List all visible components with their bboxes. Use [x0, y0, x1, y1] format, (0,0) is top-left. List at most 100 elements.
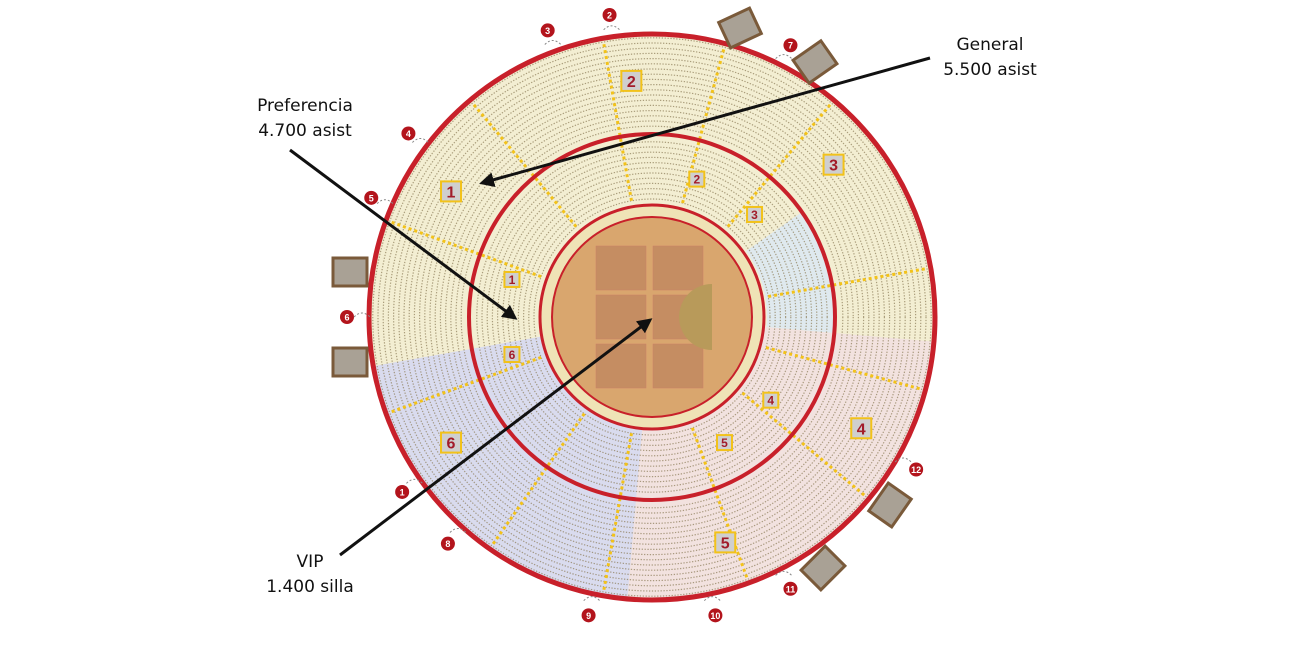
aisle: [602, 432, 633, 592]
seat-row: [419, 84, 885, 550]
pink-zone: [602, 326, 934, 600]
inner-section-5-box: [716, 434, 733, 452]
gate-4-number: 4: [406, 129, 411, 139]
gate-2-marker: [602, 7, 617, 22]
seat-row: [393, 58, 911, 576]
outer-section-5: 5: [721, 535, 730, 552]
gate-9-number: 9: [586, 611, 591, 621]
seat-row: [507, 172, 797, 462]
inner-section-5: 5: [721, 436, 728, 450]
seat-row: [497, 162, 807, 472]
seat-row: [455, 120, 849, 514]
gate-7-number: 7: [788, 41, 793, 51]
aisle: [602, 42, 633, 202]
vip-chair-block: [595, 343, 647, 389]
inner-section-4-box: [762, 391, 780, 409]
gate-8-number: 8: [445, 539, 450, 549]
gate-11-door: [775, 570, 793, 576]
seat-row: [413, 78, 891, 556]
outer-section-6-box: [440, 431, 463, 454]
aisle: [767, 267, 927, 298]
seat-row: [424, 89, 880, 545]
gate-2-door: [603, 25, 620, 31]
gate-5-number: 5: [369, 193, 374, 203]
aisle: [390, 355, 542, 414]
inner-section-6: 6: [509, 348, 516, 362]
aisle: [741, 391, 866, 497]
label-preferencia-capacity: 4.700 asist: [258, 121, 352, 141]
outer-section-1: 1: [447, 184, 456, 201]
corral: [331, 256, 369, 288]
corral: [790, 38, 840, 86]
seat-row: [429, 94, 875, 540]
label-general-name: General: [956, 35, 1024, 55]
gate-4-marker: [401, 126, 416, 141]
gate-2-number: 2: [607, 10, 612, 20]
arena-floor: [551, 216, 753, 418]
gate-8-door: [449, 528, 467, 533]
gate-8-marker: [440, 536, 455, 551]
arrow-preferencia: [289, 148, 518, 320]
corral: [798, 543, 848, 593]
stage: [679, 284, 712, 350]
gate-3-marker: [540, 23, 555, 38]
gate-5-door: [376, 199, 394, 205]
inner-section-3-box: [746, 205, 764, 223]
inner-section-6-box: [503, 346, 521, 364]
seat-row: [528, 193, 776, 441]
seat-rows: [372, 37, 932, 597]
aisle: [726, 103, 832, 228]
gate-5-marker: [364, 190, 379, 205]
aisle: [491, 412, 586, 546]
seat-row: [403, 68, 901, 566]
vip-chair-block: [652, 245, 704, 291]
middle-wall: [467, 132, 837, 502]
seat-row: [522, 188, 781, 446]
inner-section-2-box: [688, 170, 706, 188]
aisle: [690, 427, 749, 579]
outer-wall: [366, 31, 938, 603]
gate-9-door: [583, 596, 601, 602]
gate-4-door: [412, 137, 429, 143]
corral: [331, 346, 369, 378]
outer-section-6: 6: [447, 436, 456, 453]
inner-section-1-box: [503, 270, 521, 288]
seat-row: [434, 99, 870, 535]
gate-6-number: 6: [344, 313, 349, 323]
label-vip-capacity: 1.400 silla: [266, 577, 354, 597]
aisle: [390, 220, 542, 279]
gate-6-marker: [340, 310, 354, 324]
inner-section-1: 1: [509, 273, 516, 287]
arrow-vip: [339, 318, 653, 557]
seat-row: [533, 198, 771, 436]
seat-row: [450, 115, 854, 519]
gate-11-marker: [783, 581, 798, 596]
gate-3-door: [544, 39, 562, 45]
seat-row: [476, 141, 828, 493]
seat-row: [372, 37, 932, 597]
seat-row: [439, 104, 865, 530]
gate-3-number: 3: [545, 26, 550, 36]
seat-row: [445, 110, 859, 524]
gate-10-door: [703, 596, 721, 602]
label-general-capacity: 5.500 asist: [943, 60, 1037, 80]
gate-6-door: [353, 312, 371, 318]
gate-10-number: 10: [710, 611, 720, 621]
seat-row: [377, 42, 927, 592]
vip-chair-block: [595, 294, 647, 340]
arrow-general: [479, 56, 931, 187]
seat-row: [387, 52, 917, 582]
outer-section-3: 3: [829, 158, 838, 175]
label-preferencia-name: Preferencia: [257, 96, 353, 116]
label-vip-name: VIP: [296, 552, 324, 572]
gate-12-marker: [909, 462, 924, 477]
outer-section-4-box: [850, 417, 873, 440]
seat-row: [382, 47, 922, 587]
seat-row: [502, 167, 802, 467]
label-preferencia: Preferencia 4.700 asist: [250, 94, 360, 144]
inner-section-2: 2: [693, 173, 700, 187]
gate-1-door: [406, 478, 423, 484]
